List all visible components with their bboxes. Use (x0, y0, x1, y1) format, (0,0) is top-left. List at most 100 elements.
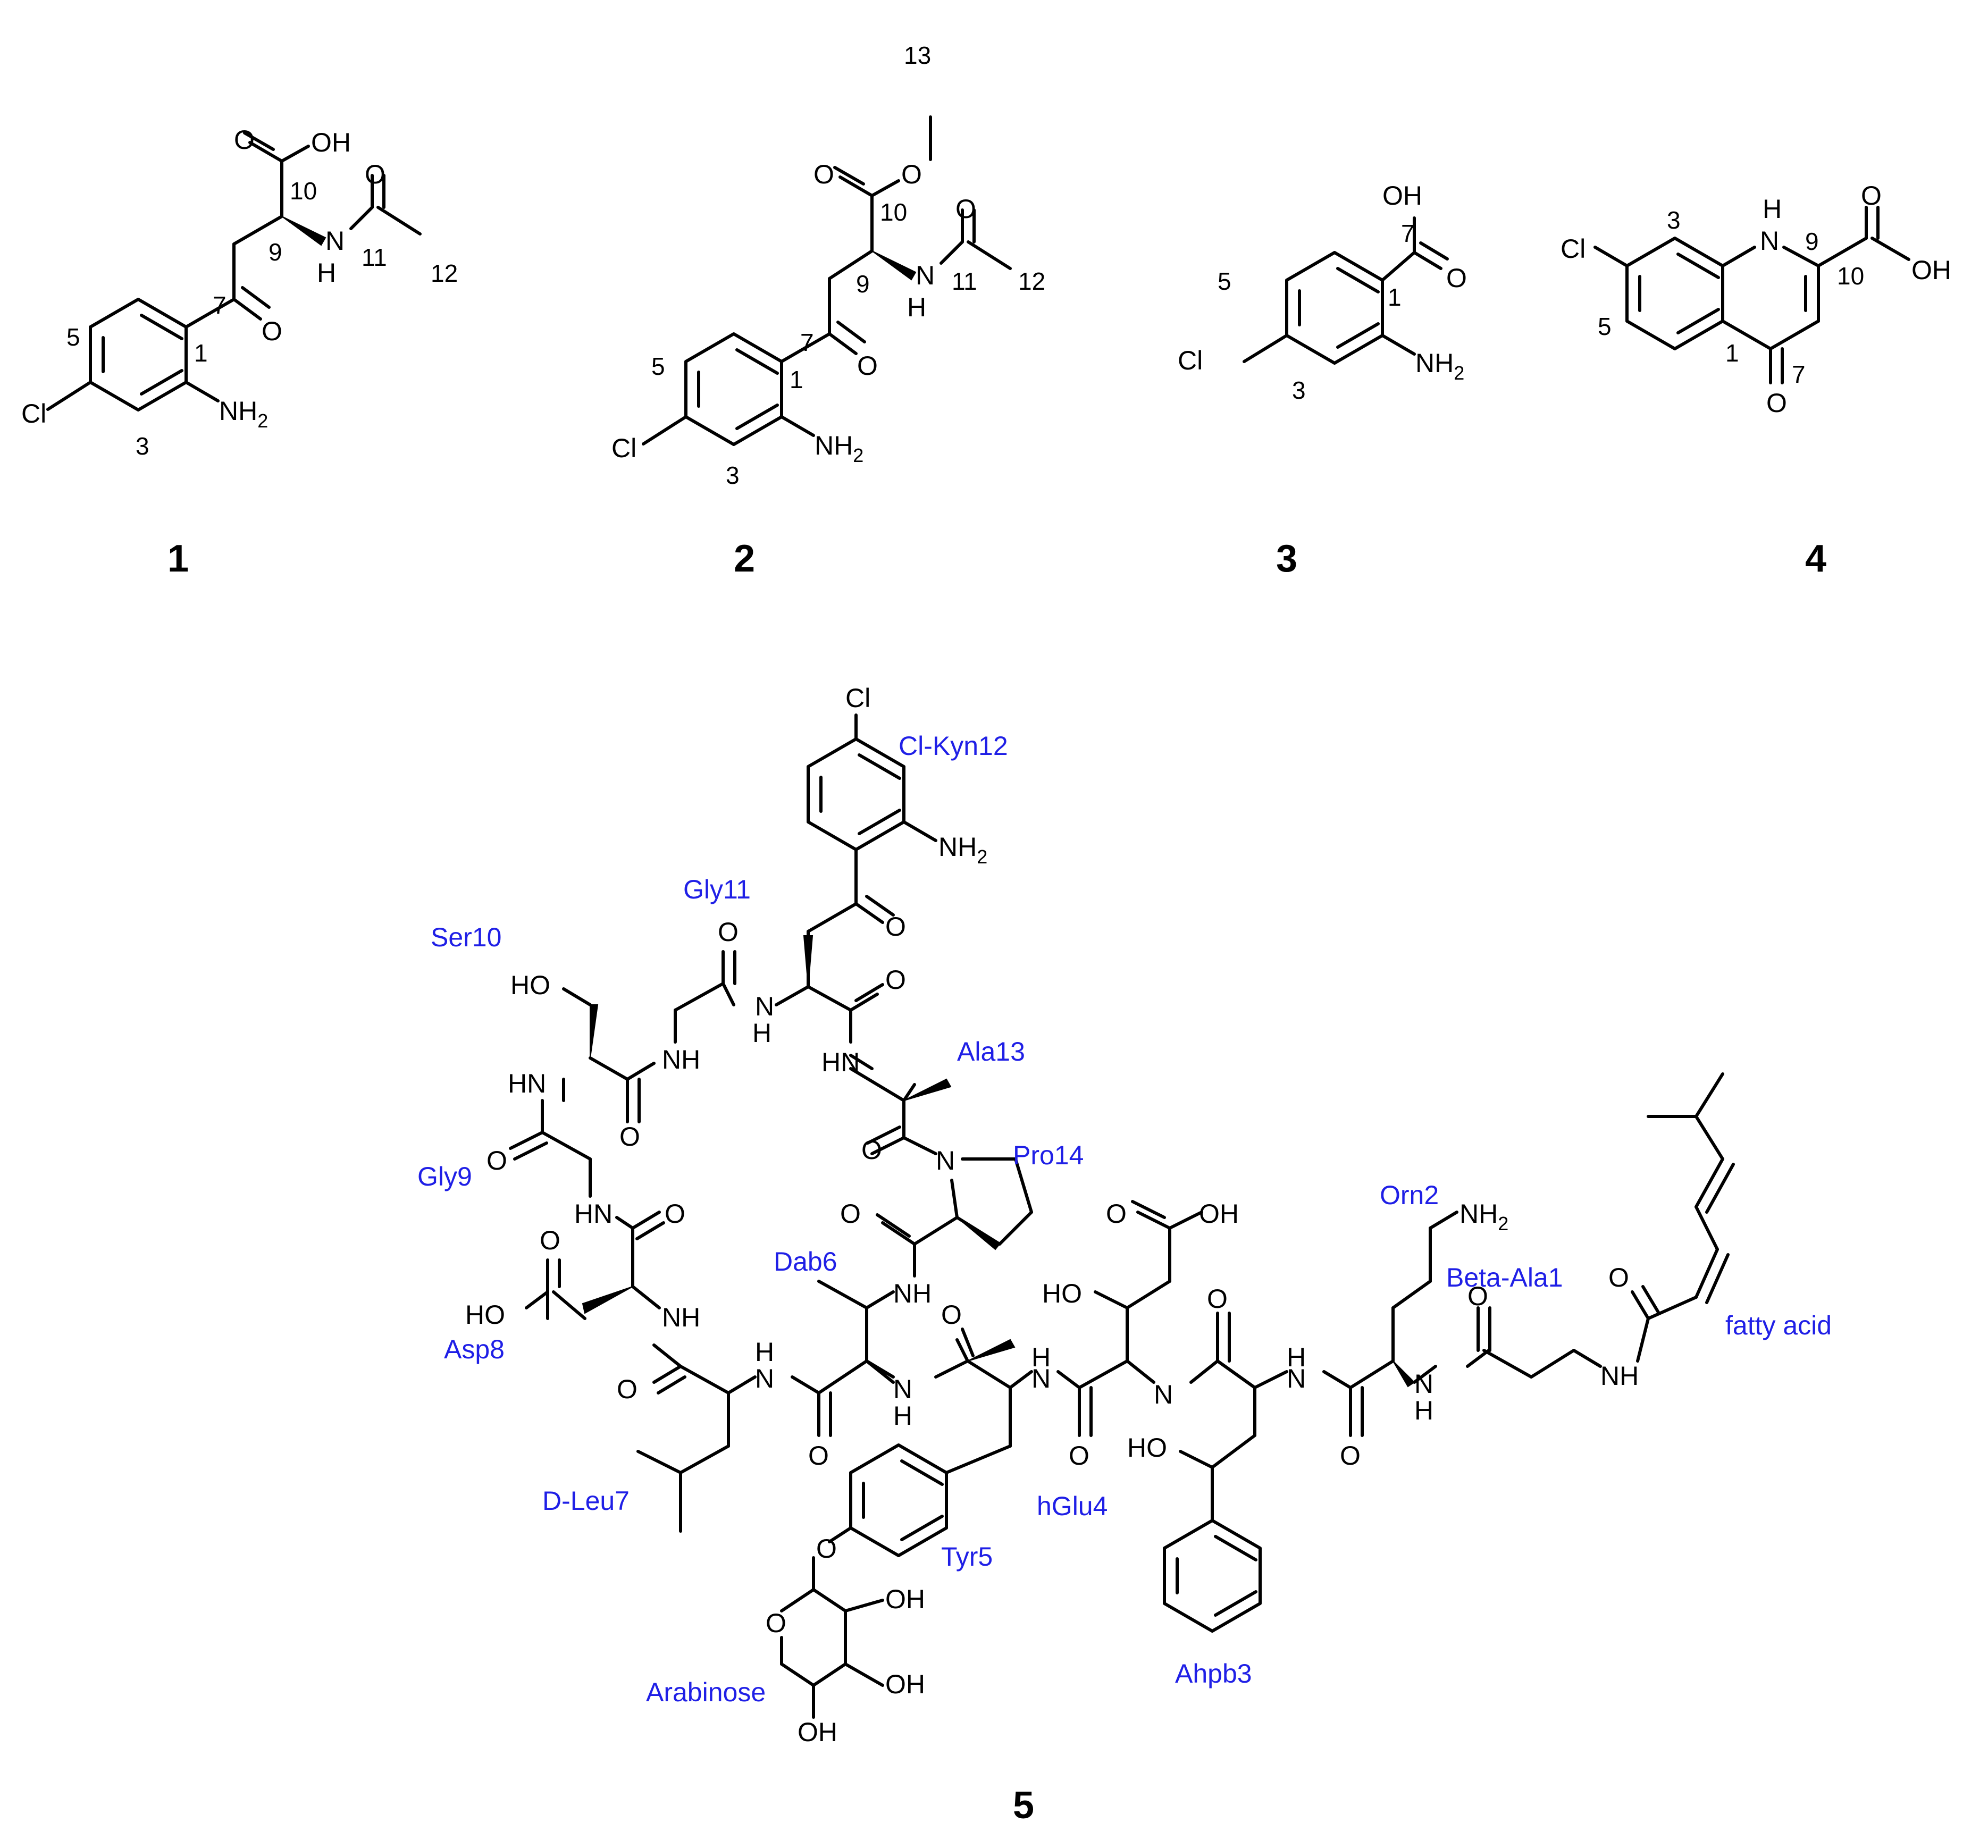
c4-locant-3: 3 (1667, 206, 1681, 234)
c1-amino-nh: NH (219, 396, 257, 426)
c5-orn-carbonyl-o: O (1340, 1441, 1361, 1471)
c1-locant-10: 10 (290, 177, 317, 205)
c5-fatty-carbonyl-o: O (1608, 1263, 1629, 1292)
c1-locant-12: 12 (431, 259, 458, 287)
c4-hydroxyl: OH (1911, 255, 1951, 285)
compound-4-structure: Cl H N O OH O 3 9 10 5 1 7 4 (1561, 181, 1951, 580)
c5-fatty-nh: NH (1600, 1361, 1639, 1391)
c5-kyn-n: N (755, 992, 774, 1021)
c5-dab-nh: NH (893, 1279, 932, 1308)
c2-chloro: Cl (611, 433, 636, 463)
c5-leu-n: N (755, 1364, 774, 1393)
c3-chloro: Cl (1178, 346, 1203, 375)
c2-amino-nh: NH (815, 431, 853, 460)
c2-carbonyl-o: O (813, 159, 834, 189)
c5-kyn-amino: NH2 (938, 832, 987, 868)
c4-locant-5: 5 (1598, 313, 1612, 340)
residue-label-arabinose: Arabinose (646, 1677, 766, 1707)
c5-asp-nh: NH (662, 1303, 700, 1332)
c2-locant-3: 3 (726, 461, 740, 489)
c4-keto-o: O (1766, 388, 1787, 418)
c2-amino: NH2 (815, 431, 863, 466)
c5-gly9-carbonyl-o: O (486, 1146, 507, 1175)
c5-hglu-acid-oh: OH (1199, 1199, 1239, 1229)
c2-amide-n: N (916, 261, 935, 290)
residue-label-tyr5: Tyr5 (941, 1542, 993, 1572)
c5-asp-hydroxyl: HO (465, 1300, 505, 1330)
c5-tyr-h: H (893, 1401, 912, 1431)
c2-locant-12: 12 (1018, 267, 1045, 295)
c1-amide-o: O (365, 159, 385, 189)
c5-gly9-hn: HN (574, 1199, 613, 1229)
c5-ahpb-n: N (1154, 1380, 1173, 1409)
c4-locant-1: 1 (1725, 339, 1739, 367)
c5-ser-carbonyl-o: O (619, 1122, 640, 1152)
c5-tyr-n: N (893, 1374, 912, 1404)
c5-kyn-amino-nh: NH (938, 832, 977, 862)
c1-amino: NH2 (219, 396, 268, 432)
c5-dab-carbonyl-o: O (808, 1441, 829, 1471)
c5-hglu-hydroxyl: HO (1042, 1279, 1082, 1308)
c5-hglu-n: N (1031, 1364, 1051, 1393)
c5-ala-carbonyl-o: O (861, 1135, 882, 1165)
c3-carbonyl-o: O (1446, 263, 1467, 293)
c5-pro-carbonyl-o: O (840, 1199, 861, 1229)
c2-locant-7: 7 (800, 329, 814, 356)
c5-ahpb-carbonyl-o: O (1207, 1284, 1228, 1314)
c3-amino-nh: NH (1415, 348, 1454, 378)
c2-amide-h: H (907, 292, 926, 322)
c5-asp-side-o: O (540, 1225, 560, 1255)
residue-label-pro14: Pro14 (1013, 1140, 1084, 1170)
compound-5-structure: Cl NH2 O O O N H HN NH HO HN O O HN O O … (417, 683, 1832, 1827)
c1-amino-subscript: 2 (257, 410, 268, 432)
c3-amino: NH2 (1415, 348, 1464, 384)
c5-ala13-hn: HN (821, 1047, 860, 1077)
compound-5-label: 5 (1013, 1784, 1034, 1827)
residue-label-dab6: Dab6 (774, 1247, 837, 1276)
c5-gly11-nh: NH (662, 1045, 700, 1074)
c5-leu-carbonyl-o: O (617, 1374, 637, 1404)
c5-ahpb-hydroxyl: HO (1127, 1433, 1167, 1463)
c5-kyn-amino-subscript: 2 (977, 846, 987, 868)
compound-3-label: 3 (1276, 537, 1297, 580)
c1-locant-1: 1 (194, 339, 208, 367)
c4-carbonyl-o: O (1861, 181, 1882, 211)
c5-bala-n: N (1414, 1369, 1433, 1399)
c3-locant-1: 1 (1388, 283, 1402, 311)
c5-hglu-acid-o: O (1106, 1199, 1127, 1229)
c1-locant-11: 11 (362, 243, 387, 271)
c5-kyn-chloro: Cl (845, 683, 870, 713)
compound-4-label: 4 (1805, 537, 1826, 580)
residue-label-ahpb3: Ahpb3 (1175, 1659, 1252, 1689)
c5-asp-carbonyl-o: O (665, 1199, 685, 1229)
c5-arabinose-oh-2: OH (885, 1584, 925, 1614)
c2-locant-11: 11 (952, 267, 977, 295)
compound-1-structure: O OH O N H O Cl NH2 10 9 11 12 7 5 1 3 1 (21, 125, 458, 580)
c5-kyn-ketone-o: O (885, 912, 906, 942)
compound-2-label: 2 (734, 537, 755, 580)
c5-hglu-carbonyl-o: O (1069, 1441, 1089, 1471)
c1-amide-h: H (317, 258, 336, 288)
c1-locant-5: 5 (66, 323, 80, 351)
c2-amino-subscript: 2 (853, 444, 863, 466)
c3-hydroxyl: OH (1382, 181, 1422, 211)
c5-orn-amino: NH2 (1459, 1199, 1508, 1234)
c5-bala-carbonyl-o: O (1467, 1281, 1488, 1311)
c3-locant-3: 3 (1292, 376, 1306, 404)
c5-hglu-h: H (1031, 1342, 1051, 1372)
c1-carbonyl-o: O (234, 125, 255, 155)
compound-1-label: 1 (167, 537, 189, 580)
c5-orn-n: N (1287, 1364, 1306, 1393)
c5-tyr-ether-o: O (816, 1534, 837, 1564)
c4-locant-9: 9 (1805, 228, 1819, 255)
c1-hydroxyl: OH (311, 128, 351, 157)
compound-2-structure: O O O N H O Cl NH2 13 10 9 11 12 7 5 1 3… (611, 41, 1045, 580)
residue-label-gly9: Gly9 (417, 1162, 472, 1191)
c2-amide-o: O (955, 194, 976, 224)
residue-label-cl-kyn12: Cl-Kyn12 (899, 731, 1008, 761)
c5-gly11-carbonyl-o: O (718, 917, 739, 947)
residue-label-gly11: Gly11 (683, 875, 751, 904)
c3-locant-5: 5 (1218, 267, 1231, 295)
c3-amino-subscript: 2 (1454, 362, 1464, 384)
compound-3-structure: OH O Cl NH2 7 5 1 3 3 (1178, 181, 1467, 580)
